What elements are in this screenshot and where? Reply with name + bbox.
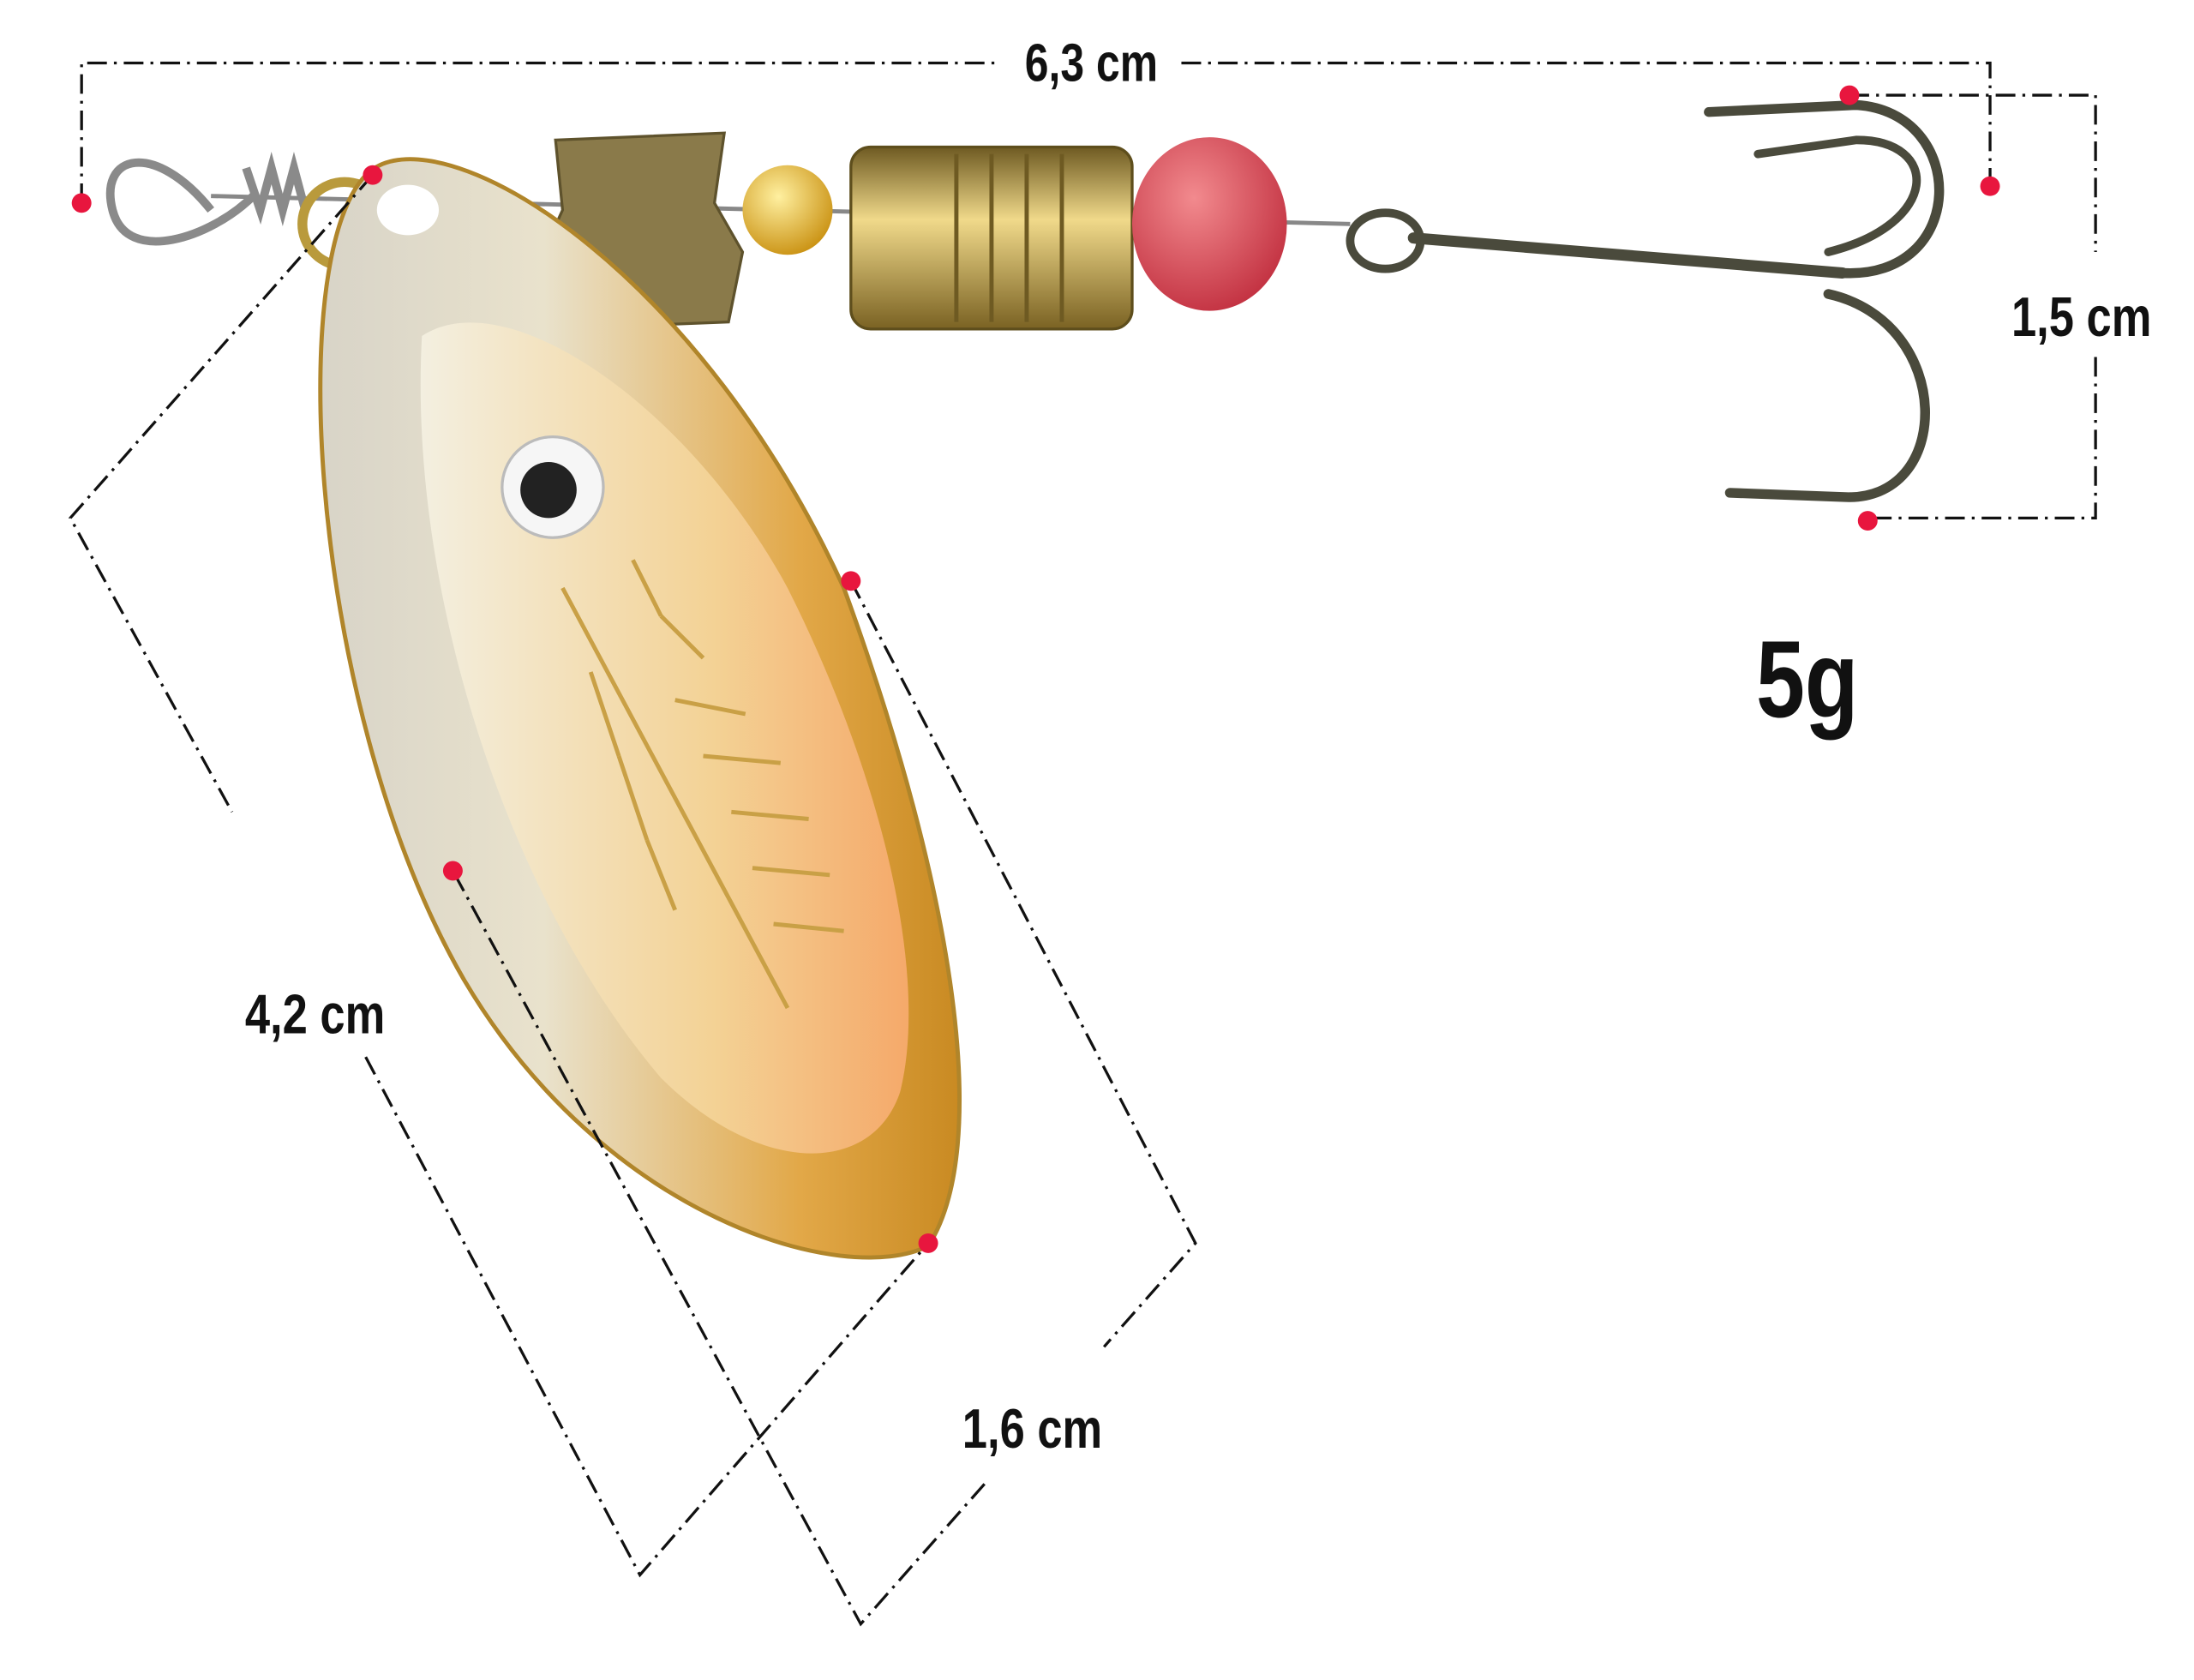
gold-bead [742, 165, 833, 255]
spinner-blade [318, 157, 962, 1260]
blade-hole [376, 184, 439, 236]
brass-grooves [954, 153, 1064, 322]
dimension-lines [69, 61, 2097, 1627]
weight-label: 5g [1756, 619, 1858, 741]
blade-eye-pupil [520, 462, 577, 519]
red-bead [1132, 137, 1287, 311]
measurement-markers [71, 85, 2000, 1253]
treble-hook [1346, 99, 1945, 502]
blade-length-label: 4,2 cm [245, 982, 385, 1046]
total-length-label: 6,3 cm [1025, 33, 1158, 93]
blade-fish-pattern [560, 559, 844, 1010]
snap-swivel [105, 151, 309, 246]
blade-width-label: 1,6 cm [962, 1396, 1102, 1460]
hook-size-label: 1,5 cm [2011, 285, 2151, 348]
